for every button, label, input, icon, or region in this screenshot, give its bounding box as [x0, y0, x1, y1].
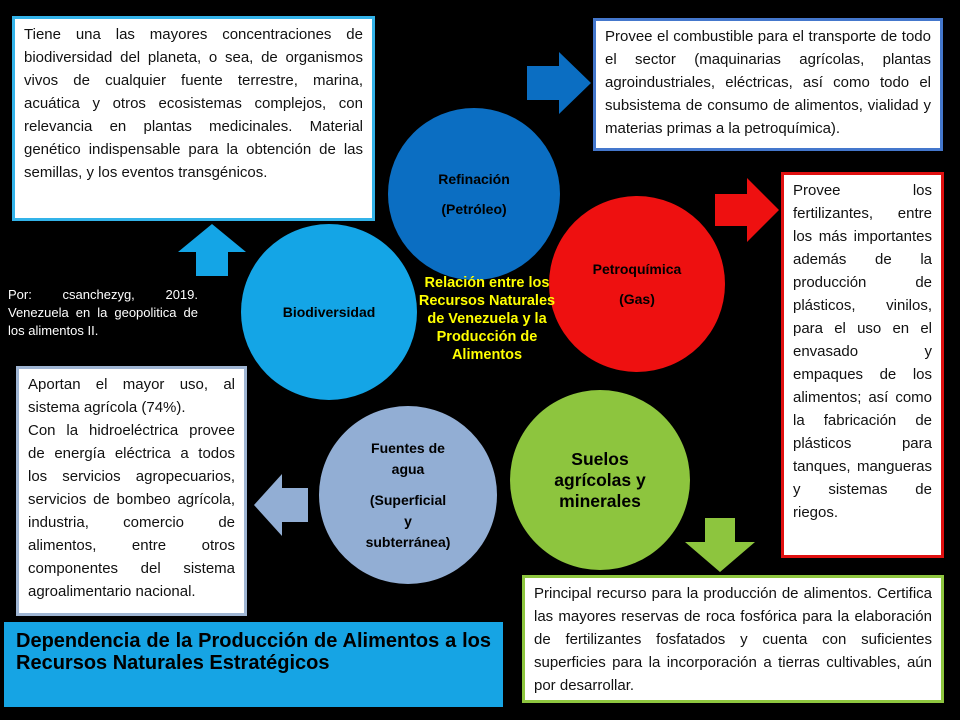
refining-circle: Refinación (Petróleo) [388, 108, 560, 280]
biodiversity-description-box: Tiene una las mayores concentraciones de… [12, 16, 375, 221]
refining-description-box: Provee el combustible para el transporte… [593, 18, 943, 151]
arrow-left-icon [254, 474, 308, 536]
water-circle-line1: Fuentes de [371, 439, 445, 456]
arrow-right-red-icon [715, 178, 779, 242]
soil-circle: Suelos agrícolas y minerales [510, 390, 690, 570]
water-circle-line4: y [404, 512, 412, 529]
petrochemical-description-box: Provee los fertilizantes, entre los más … [781, 172, 944, 558]
water-sources-circle: Fuentes de agua (Superficial y subterrán… [319, 406, 497, 584]
petrochemical-description: Provee los fertilizantes, entre los más … [793, 182, 932, 521]
center-title: Relación entre los Recursos Naturales de… [418, 275, 556, 363]
refining-circle-label: Refinación [438, 171, 510, 187]
arrow-right-blue-icon [527, 52, 591, 114]
author-credit: Por: csanchezyg, 2019. Venezuela en la g… [8, 287, 198, 338]
footer-title: Dependencia de la Producción de Alimento… [4, 622, 503, 707]
petrochemical-circle-label: Petroquímica [592, 261, 682, 277]
arrow-up-icon [178, 224, 246, 276]
water-description-box: Aportan el mayor uso, al sistema agrícol… [16, 366, 247, 616]
water-circle-line5: subterránea) [365, 533, 451, 550]
petrochemical-circle: Petroquímica (Gas) [549, 196, 725, 372]
biodiversity-circle: Biodiversidad [241, 224, 417, 400]
water-description-line1: Aportan el mayor uso, al sistema agrícol… [28, 376, 235, 416]
soil-circle-label: Suelos agrícolas y minerales [554, 448, 646, 511]
refining-description: Provee el combustible para el transporte… [605, 28, 931, 137]
petrochemical-circle-sublabel: (Gas) [619, 291, 655, 307]
water-circle-line3: (Superficial [369, 491, 447, 508]
arrow-down-icon [685, 518, 755, 572]
water-circle-line2: agua [391, 460, 425, 477]
soil-description: Principal recurso para la producción de … [534, 585, 932, 694]
biodiversity-description: Tiene una las mayores concentraciones de… [24, 26, 363, 181]
water-description-line2: Con la hidroeléctrica provee de energía … [28, 422, 235, 600]
biodiversity-circle-label: Biodiversidad [282, 304, 376, 320]
refining-circle-sublabel: (Petróleo) [441, 201, 507, 217]
soil-description-box: Principal recurso para la producción de … [522, 575, 944, 703]
